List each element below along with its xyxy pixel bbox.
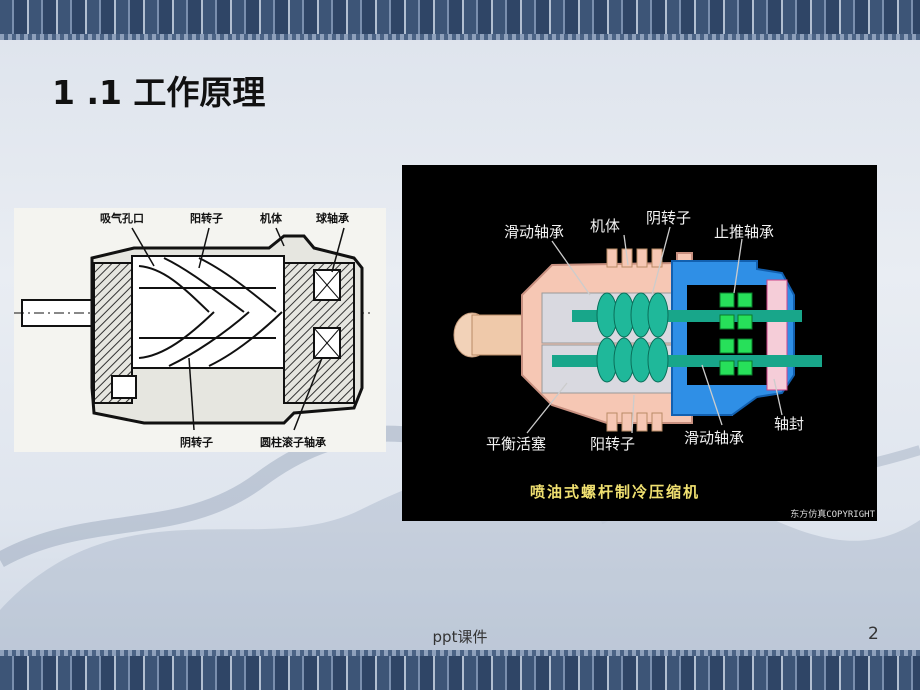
top-border-band — [0, 0, 920, 40]
label-suction-port: 吸气孔口 — [100, 212, 144, 225]
oil-injected-screw-compressor-diagram: 滑动轴承 机体 阴转子 止推轴承 平衡活塞 阳转子 滑动轴承 轴封 喷油式螺杆制… — [402, 165, 877, 521]
label-ball-bearing: 球轴承 — [316, 212, 349, 225]
page-number: 2 — [868, 624, 879, 644]
label-roller-bearing: 圆柱滚子轴承 — [260, 436, 326, 449]
label-sliding-bearing-bottom: 滑动轴承 — [684, 429, 745, 447]
screw-compressor-line-drawing: 吸气孔口 阳转子 机体 球轴承 阴转子 圆柱滚子轴承 — [14, 208, 386, 452]
figure-caption: 喷油式螺杆制冷压缩机 — [530, 483, 701, 501]
label-body: 机体 — [590, 217, 621, 235]
copyright-watermark: 东方仿真COPYRIGHT — [790, 510, 875, 520]
label-sliding-bearing-top: 滑动轴承 — [504, 223, 565, 241]
label-male-rotor: 阳转子 — [190, 212, 223, 225]
slide-title: 1 .1 工作原理 — [52, 73, 266, 112]
label-female-rotor: 阴转子 — [646, 209, 692, 227]
label-shaft-seal: 轴封 — [774, 415, 805, 433]
footer-text: ppt课件 — [432, 628, 488, 646]
label-female-rotor: 阴转子 — [180, 436, 213, 449]
label-body: 机体 — [260, 212, 282, 225]
bottom-border-band — [0, 650, 920, 690]
label-thrust-bearing: 止推轴承 — [714, 223, 775, 241]
label-male-rotor: 阳转子 — [590, 435, 636, 453]
label-balance-piston: 平衡活塞 — [486, 435, 547, 453]
